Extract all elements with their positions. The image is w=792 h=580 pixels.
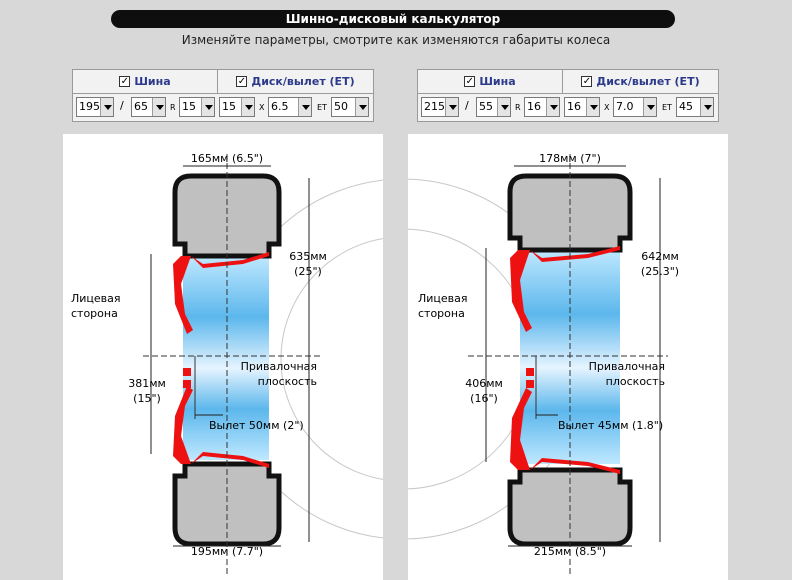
left-disk-checkbox[interactable]: ✓ [236, 76, 248, 87]
left-wheel-diagram: 165мм (6.5") 635мм (25") Лицевая сторона… [63, 134, 383, 580]
left-disk-width-select[interactable]: 6.5 [268, 97, 312, 117]
right-tire-header: ✓ Шина [418, 70, 563, 94]
right-et-select[interactable]: 45 [676, 97, 714, 117]
right-x-label: X [604, 103, 610, 112]
rim-barrel [183, 256, 269, 460]
right-params-panel: ✓ Шина ✓ Диск/вылет (ET) 215 / 55 R 16 1… [417, 69, 719, 122]
chevron-down-icon [100, 98, 113, 116]
rim-spoke-bottom [510, 388, 532, 470]
rim-flange-top [530, 246, 620, 262]
face-side-label-1: Лицевая [418, 292, 468, 305]
right-tire-label: Шина [479, 75, 516, 88]
left-r-label: R [170, 103, 176, 112]
chevron-down-icon [201, 98, 214, 116]
left-tire-rim-select[interactable]: 15 [179, 97, 215, 117]
chevron-down-icon [445, 98, 458, 116]
chevron-down-icon [546, 98, 559, 116]
right-width-select[interactable]: 215 [421, 97, 459, 117]
dim-section-label: 215мм (8.5") [534, 545, 606, 558]
left-disk-header: ✓ Диск/вылет (ET) [218, 70, 373, 94]
left-tire-label: Шина [134, 75, 171, 88]
page-subtitle: Изменяйте параметры, смотрите как изменя… [181, 33, 611, 47]
left-width-select[interactable]: 195 [76, 97, 114, 117]
rim-flange-bottom [530, 458, 620, 474]
chevron-down-icon [643, 98, 656, 116]
hub-block-2 [183, 380, 191, 388]
right-tire-rim-select[interactable]: 16 [524, 97, 560, 117]
right-disk-width-select[interactable]: 7.0 [613, 97, 657, 117]
right-slash: / [465, 99, 469, 112]
right-disk-checkbox[interactable]: ✓ [581, 76, 593, 87]
dim-diameter-inch-label: (25.3") [641, 265, 679, 278]
page-title: Шинно-дисковый калькулятор [111, 10, 675, 28]
face-side-label-2: сторона [71, 307, 118, 320]
dim-section-label: 195мм (7.7") [191, 545, 263, 558]
dim-tire-width-label: 165мм (6.5") [191, 152, 263, 165]
offset-label: Вылет 45мм (1.8") [558, 419, 663, 432]
rim-spoke-top [173, 256, 193, 334]
dim-diameter-inch-label: (25") [294, 265, 322, 278]
left-disk-label: Диск/вылет (ET) [251, 75, 355, 88]
left-slash: / [120, 99, 124, 112]
hub-block-2 [526, 380, 534, 388]
mount-plane-label-2: плоскость [606, 375, 665, 388]
chevron-down-icon [700, 98, 713, 116]
dim-tire-width-label: 178мм (7") [539, 152, 601, 165]
rim-flange-top [191, 252, 269, 268]
chevron-down-icon [241, 98, 254, 116]
hub-block-1 [183, 368, 191, 376]
dim-diameter-label: 635мм [289, 250, 327, 263]
chevron-down-icon [152, 98, 165, 116]
right-disk-label: Диск/вылет (ET) [596, 75, 700, 88]
right-wheel-diagram: 178мм (7") 642мм (25.3") Лицевая сторона… [408, 134, 728, 580]
left-et-select[interactable]: 50 [331, 97, 369, 117]
chevron-down-icon [586, 98, 599, 116]
right-tire-checkbox[interactable]: ✓ [464, 76, 476, 87]
right-disk-header: ✓ Диск/вылет (ET) [563, 70, 718, 94]
chevron-down-icon [355, 98, 368, 116]
rim-diameter-label: 406мм [465, 377, 503, 390]
rim-diameter-inch-label: (16") [470, 392, 498, 405]
left-params-row: 195 / 65 R 15 15 X 6.5 ЕТ 50 [73, 97, 373, 119]
mount-plane-label-1: Привалочная [589, 360, 665, 373]
rim-diameter-label: 381мм [128, 377, 166, 390]
dim-diameter-label: 642мм [641, 250, 679, 263]
chevron-down-icon [298, 98, 311, 116]
right-disk-rim-select[interactable]: 16 [564, 97, 600, 117]
left-et-label: ЕТ [317, 103, 327, 112]
left-profile-select[interactable]: 65 [131, 97, 166, 117]
mount-plane-label-1: Привалочная [241, 360, 317, 373]
rim-spoke-top [510, 250, 532, 332]
mount-plane-label-2: плоскость [258, 375, 317, 388]
left-tire-header: ✓ Шина [73, 70, 218, 94]
offset-label: Вылет 50мм (2") [209, 419, 304, 432]
right-et-label: ЕТ [662, 103, 672, 112]
face-side-label-2: сторона [418, 307, 465, 320]
chevron-down-icon [497, 98, 510, 116]
right-params-row: 215 / 55 R 16 16 X 7.0 ЕТ 45 [418, 97, 718, 119]
left-params-panel: ✓ Шина ✓ Диск/вылет (ET) 195 / 65 R 15 1… [72, 69, 374, 122]
rim-outline-circle [280, 238, 383, 480]
rim-flange-bottom [191, 452, 269, 468]
left-disk-rim-select[interactable]: 15 [219, 97, 255, 117]
left-x-label: X [259, 103, 265, 112]
right-r-label: R [515, 103, 521, 112]
face-side-label-1: Лицевая [71, 292, 121, 305]
rim-diameter-inch-label: (15") [133, 392, 161, 405]
hub-block-1 [526, 368, 534, 376]
right-profile-select[interactable]: 55 [476, 97, 511, 117]
rim-spoke-bottom [173, 386, 193, 464]
left-tire-checkbox[interactable]: ✓ [119, 76, 131, 87]
